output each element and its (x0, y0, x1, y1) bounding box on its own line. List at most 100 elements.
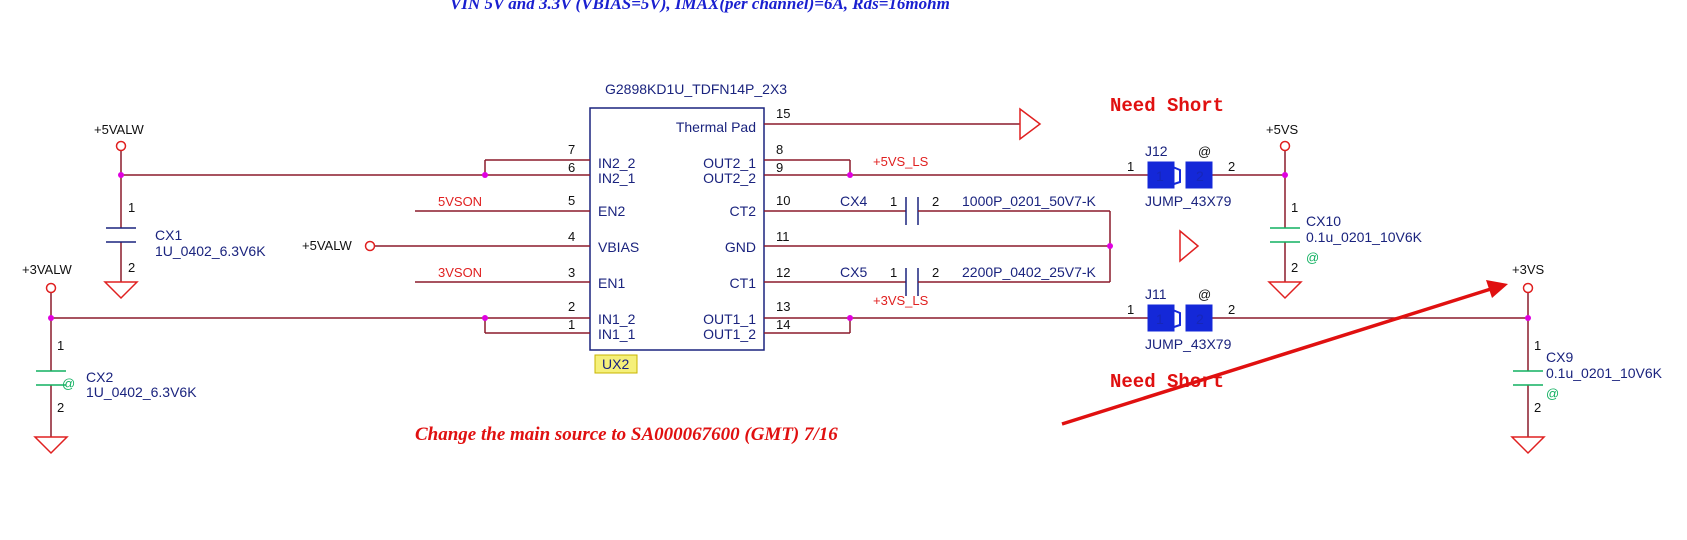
pin-num-13: 13 (776, 299, 790, 314)
net-label-3vs: +3VS (1512, 262, 1544, 277)
pin-name-out1-1: OUT1_1 (703, 311, 756, 327)
pin-name-ct1: CT1 (730, 275, 757, 291)
net-label-5valw-top: +5VALW (94, 122, 144, 137)
cx1-pin2: 2 (128, 260, 135, 275)
pin-num-5: 5 (568, 193, 575, 208)
need-short-bottom: Need Short (1110, 371, 1224, 393)
cx10-value: 0.1u_0201_10V6K (1306, 229, 1423, 245)
cx2-pin1: 1 (57, 338, 64, 353)
cx10-pin1: 1 (1291, 200, 1298, 215)
power-port-5valw-top (115, 140, 127, 152)
j12-mark: @ (1198, 144, 1211, 159)
cx9-pin1: 1 (1534, 338, 1541, 353)
cx4-pin1: 1 (890, 194, 897, 209)
j11-inner2: 2 (1196, 311, 1204, 327)
need-short-top: Need Short (1110, 95, 1224, 117)
ic-right-pins (764, 123, 1110, 334)
red-arrow (1061, 280, 1508, 426)
power-port-3vs (1522, 282, 1534, 294)
j12-ref: J12 (1145, 143, 1168, 159)
cx2-mark: @ (62, 376, 75, 391)
cx10-pin2: 2 (1291, 260, 1298, 275)
cx9-mark: @ (1546, 386, 1559, 401)
pin-num-2: 2 (568, 299, 575, 314)
capacitor-cx9 (1510, 370, 1546, 455)
pin-name-thermal-pad: Thermal Pad (676, 119, 756, 135)
j11-inner1: 1 (1156, 311, 1164, 327)
main-source-note: Change the main source to SA000067600 (G… (415, 424, 838, 445)
j12-inner1: 1 (1156, 168, 1164, 184)
power-port-5valw-bias (364, 240, 376, 252)
pin-num-14: 14 (776, 317, 790, 332)
cx1-ref: CX1 (155, 227, 182, 243)
pin-num-11: 11 (776, 229, 790, 244)
cx5-pin2: 2 (932, 265, 939, 280)
power-port-3valw (45, 282, 57, 294)
net-label-3valw: +3VALW (22, 262, 72, 277)
j11-value: JUMP_43X79 (1145, 336, 1232, 352)
j11-mark: @ (1198, 287, 1211, 302)
pin-num-10: 10 (776, 193, 790, 208)
cx1-pin1: 1 (128, 200, 135, 215)
pin-num-9: 9 (776, 160, 783, 175)
cx10-ref: CX10 (1306, 213, 1341, 229)
cx4-ref: CX4 (840, 193, 867, 209)
capacitor-cx4 (900, 197, 925, 225)
ic-left-pins (375, 159, 590, 334)
pin-num-8: 8 (776, 142, 783, 157)
pin-name-in1-1: IN1_1 (598, 326, 636, 342)
pin-num-12: 12 (776, 265, 790, 280)
pin-num-4: 4 (568, 229, 575, 244)
cx4-pin2: 2 (932, 194, 939, 209)
capacitor-cx10 (1267, 227, 1303, 300)
pin-name-en2: EN2 (598, 203, 625, 219)
pin-name-in1-2: IN1_2 (598, 311, 636, 327)
cx5-ref: CX5 (840, 264, 867, 280)
j11-pin2: 2 (1228, 302, 1235, 317)
capacitor-cx2 (33, 370, 69, 455)
ct-gnd-symbol (1179, 229, 1200, 263)
cx9-ref: CX9 (1546, 349, 1573, 365)
j11-pin1: 1 (1127, 302, 1134, 317)
pin-num-7: 7 (568, 142, 575, 157)
cx5-pin1: 1 (890, 265, 897, 280)
cx10-mark: @ (1306, 250, 1319, 265)
ic-body (589, 107, 765, 351)
cx9-value: 0.1u_0201_10V6K (1546, 365, 1663, 381)
jumper-j12 (1147, 161, 1213, 189)
cx9-pin2: 2 (1534, 400, 1541, 415)
cx4-value: 1000P_0201_50V7-K (962, 193, 1097, 209)
ic-part-label: G2898KD1U_TDFN14P_2X3 (605, 81, 787, 97)
pin-name-in2-1: IN2_1 (598, 170, 636, 186)
cx2-pin2: 2 (57, 400, 64, 415)
pin-name-vbias: VBIAS (598, 239, 639, 255)
header-text: VIN 5V and 3.3V (VBIAS=5V), IMAX(per cha… (450, 0, 950, 13)
net-label-en2: 5VSON (438, 194, 482, 209)
pin-name-gnd: GND (725, 239, 756, 255)
net-label-en1: 3VSON (438, 265, 482, 280)
net-label-out1: +3VS_LS (873, 293, 929, 308)
j12-inner2: 2 (1196, 168, 1204, 184)
pin-name-ct2: CT2 (730, 203, 757, 219)
net-label-5valw-bias: +5VALW (302, 238, 352, 253)
ic-ref-label: UX2 (602, 356, 629, 372)
net-label-out2: +5VS_LS (873, 154, 929, 169)
capacitor-cx1 (103, 227, 139, 300)
capacitor-cx5 (900, 268, 925, 296)
cx1-value: 1U_0402_6.3V6K (155, 243, 266, 259)
pin-num-6: 6 (568, 160, 575, 175)
pin-num-1: 1 (568, 317, 575, 332)
j12-pin2: 2 (1228, 159, 1235, 174)
pin-name-out2-2: OUT2_2 (703, 170, 756, 186)
net-label-5vs: +5VS (1266, 122, 1298, 137)
j12-pin1: 1 (1127, 159, 1134, 174)
ic-ref-box (594, 354, 638, 374)
power-port-5vs (1279, 140, 1291, 152)
j12-value: JUMP_43X79 (1145, 193, 1232, 209)
cx2-value: 1U_0402_6.3V6K (86, 384, 197, 400)
cx2-ref: CX2 (86, 369, 113, 385)
thermal-gnd-symbol (1019, 107, 1042, 141)
pin-name-en1: EN1 (598, 275, 625, 291)
pin-name-in2-2: IN2_2 (598, 155, 636, 171)
